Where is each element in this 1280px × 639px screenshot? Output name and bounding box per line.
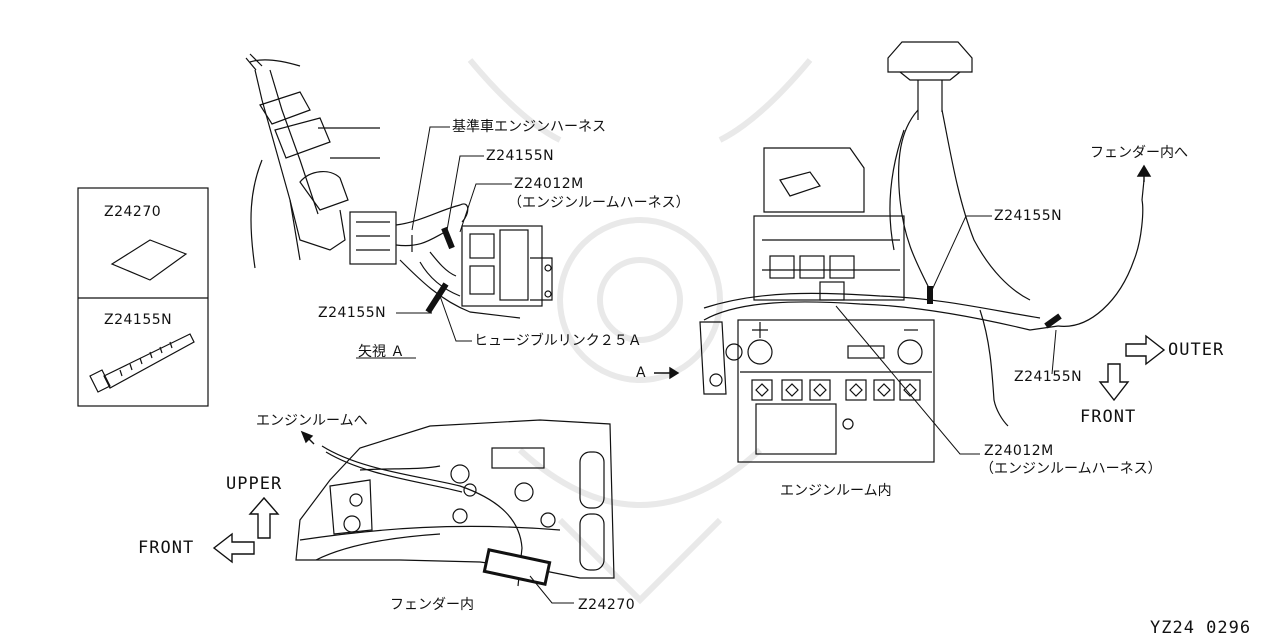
fusible-link-label: ヒュージブルリンク２５Ａ xyxy=(474,333,642,349)
clip-right-top-label: Z24155N xyxy=(994,208,1063,224)
front-arrow-down-icon xyxy=(1098,363,1130,402)
direction-arrows-right xyxy=(654,164,1166,402)
clip-left-label: Z24155N xyxy=(318,305,387,321)
cable-tie-icon xyxy=(89,369,111,393)
upper-label: UPPER xyxy=(226,474,283,494)
tape-icon xyxy=(110,239,188,281)
leader-lines-right xyxy=(835,215,1057,455)
clip-top-label: Z24155N xyxy=(486,148,555,164)
battery-cell-caps xyxy=(751,379,921,401)
legend-box xyxy=(77,187,209,407)
view-a-marker-label: A xyxy=(636,365,646,381)
fender-drawing xyxy=(295,419,615,587)
tape-code-label: Z24270 xyxy=(578,597,636,613)
leader-lines-bottom xyxy=(529,575,574,604)
watermark-emblem xyxy=(467,58,813,605)
leader-lines-left xyxy=(356,126,512,359)
legend-item-z24270-label: Z24270 xyxy=(104,204,162,220)
view-a-label: 矢視 Ａ xyxy=(358,344,405,360)
legend-item-z24155n-label: Z24155N xyxy=(104,312,173,328)
harness-top-code-label: Z24012M xyxy=(514,176,584,192)
front-left-label: FRONT xyxy=(138,538,195,558)
fender-in-label: フェンダー内 xyxy=(390,597,474,613)
direction-arrows-left xyxy=(212,430,315,564)
tape-z24270-mark xyxy=(482,548,552,586)
harness-top-name-label: （エンジンルームハーネス） xyxy=(508,195,690,211)
engine-room-in-label: エンジンルーム内 xyxy=(780,483,892,499)
diagram-id-label: YZ24 0296 xyxy=(1150,618,1252,638)
clip-z24155n-marks-right xyxy=(927,286,1062,329)
engine-view-a-drawing xyxy=(245,53,553,319)
std-engine-harness-label: 基準車エンジンハーネス xyxy=(452,119,606,135)
engine-room-drawing xyxy=(699,41,1145,463)
front-right-label: FRONT xyxy=(1080,407,1137,427)
to-engine-room-label: エンジンルームへ xyxy=(256,413,368,429)
upper-arrow-icon xyxy=(248,496,280,539)
to-fender-label: フェンダー内へ xyxy=(1090,145,1188,161)
front-arrow-left-icon xyxy=(212,532,255,564)
outer-arrow-icon xyxy=(1125,334,1166,366)
outer-label: OUTER xyxy=(1168,340,1225,360)
harness-bottom-code-label: Z24012M xyxy=(984,443,1054,459)
harness-bottom-name-label: （エンジンルームハーネス） xyxy=(980,461,1162,477)
clip-z24155n-marks-left xyxy=(425,226,455,314)
clip-right-label: Z24155N xyxy=(1014,369,1083,385)
